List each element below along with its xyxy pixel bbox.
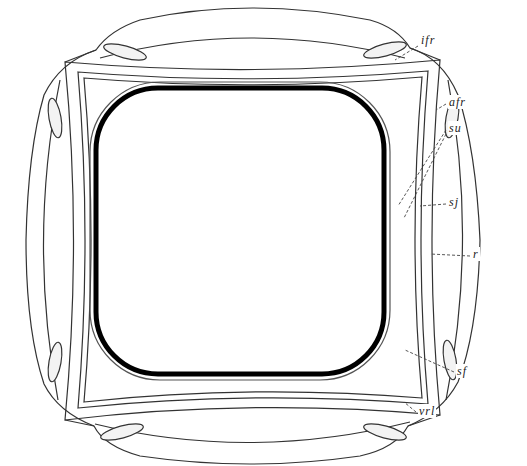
part-label: afr	[448, 95, 467, 109]
corner-rib	[65, 50, 96, 62]
leader-line	[436, 104, 446, 110]
outer-frame	[65, 60, 440, 420]
outer-outline	[26, 8, 480, 464]
leader-line	[420, 204, 446, 206]
inner-ring	[90, 82, 390, 380]
leader-line	[395, 46, 418, 60]
leader-line	[405, 350, 454, 372]
central-wall	[96, 88, 384, 374]
inner-frame	[78, 71, 428, 408]
part-label: ifr	[420, 33, 436, 47]
corner-petal	[362, 421, 408, 444]
part-label: sj	[448, 195, 460, 209]
leader-line	[430, 254, 470, 256]
part-label: r	[472, 247, 480, 261]
corner-petal	[46, 97, 65, 138]
corner-petal	[46, 341, 65, 382]
corner-rib	[65, 420, 94, 426]
inner-frame	[84, 77, 422, 402]
part-label: sf	[456, 364, 468, 378]
leader-line	[404, 402, 416, 412]
part-label: vrl	[418, 404, 436, 418]
leader-line	[404, 134, 446, 218]
corner-rib	[410, 48, 440, 60]
part-label: su	[448, 121, 463, 135]
leader-line	[398, 130, 446, 206]
corner-petal	[362, 39, 408, 62]
corner-petal	[99, 421, 145, 444]
corner-petal	[102, 41, 148, 64]
